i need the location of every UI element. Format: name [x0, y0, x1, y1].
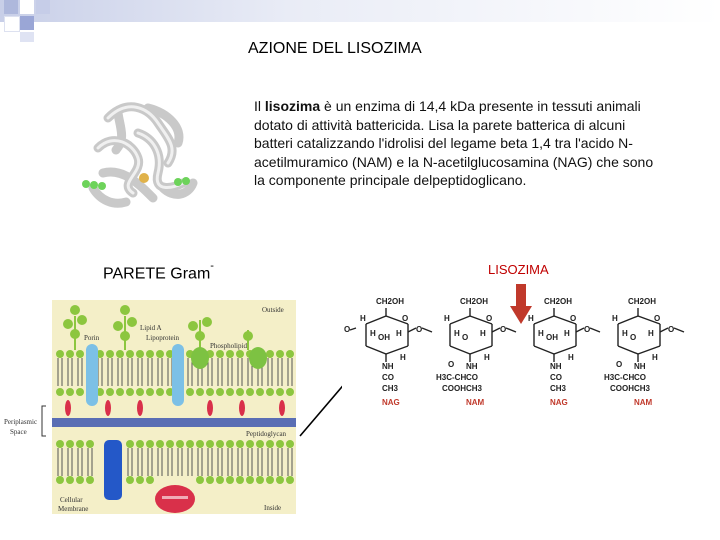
ring-h: H: [444, 314, 450, 323]
substituent-nh: NH: [550, 362, 562, 371]
label-cellular: Cellular: [60, 496, 83, 504]
ring-h: H: [400, 353, 406, 362]
substituent-ch3: CH3: [466, 384, 483, 393]
lactyl-group: H3C-CH: [604, 373, 634, 382]
label-lipid-a: Lipid A: [140, 324, 162, 332]
ring-h: H: [648, 329, 654, 338]
ring-h: H: [484, 353, 490, 362]
label-phospholipid: Phospholipid: [210, 342, 247, 350]
porin-protein-2: [172, 344, 184, 406]
lactyl-oxygen: O: [448, 360, 454, 369]
substituent-co: CO: [466, 373, 478, 382]
substituent-ch3: CH3: [550, 384, 567, 393]
substituent-ch3: CH3: [634, 384, 651, 393]
wall-label: PARETE Gram-: [103, 263, 214, 283]
substituent-co: CO: [634, 373, 646, 382]
ring-h: H: [454, 329, 460, 338]
substituent-nh: NH: [466, 362, 478, 371]
membrane-protein-blue: [104, 440, 122, 500]
lactyl-group: H3C-CH: [436, 373, 466, 382]
substituent-co: CO: [382, 373, 394, 382]
ring-ch2oh: CH2OH: [628, 297, 656, 306]
label-peptidoglycan: Peptidoglycan: [246, 430, 287, 438]
ring-h: H: [528, 314, 534, 323]
porin-protein: [86, 344, 98, 406]
unit-name-nam: NAM: [466, 398, 485, 407]
description-text: Il lisozima è un enzima di 14,4 kDa pres…: [254, 97, 664, 190]
glycosidic-oxygen: O: [500, 325, 506, 334]
lactyl-cooh: COOH: [610, 384, 634, 393]
substituent-nh: NH: [382, 362, 394, 371]
lactyl-oxygen: O: [616, 360, 622, 369]
ring-h: H: [568, 353, 574, 362]
lipoprotein-blob: [191, 347, 209, 369]
ring-oxygen: O: [570, 314, 576, 323]
ring-h: H: [360, 314, 366, 323]
ring-h: H: [396, 329, 402, 338]
gram-negative-wall-diagram: Outside Lipid A Lipoprotein Phospholipid…: [0, 296, 300, 520]
slide-title: AZIONE DEL LISOZIMA: [248, 40, 422, 58]
lysozyme-structure-image: [78, 88, 208, 218]
glycosidic-oxygen: O: [668, 325, 674, 334]
ring-oh: OH: [378, 333, 390, 342]
chain-start-oxygen: O: [344, 325, 350, 334]
ring-oxygen: O: [402, 314, 408, 323]
ring-oh: O: [462, 333, 468, 342]
wall-label-sup: -: [210, 260, 214, 272]
ring-h: H: [538, 329, 544, 338]
glycosidic-oxygen: O: [416, 325, 422, 334]
substituent-nh: NH: [634, 362, 646, 371]
ring-h: H: [564, 329, 570, 338]
label-lipoprotein: Lipoprotein: [146, 334, 180, 342]
label-outside: Outside: [262, 306, 284, 314]
header-decoration: [0, 0, 720, 30]
ring-oxygen: O: [486, 314, 492, 323]
lysozyme-label: LISOZIMA: [488, 262, 549, 277]
lactyl-cooh: COOH: [442, 384, 466, 393]
substituent-ch3: CH3: [382, 384, 399, 393]
ring-h: H: [612, 314, 618, 323]
substituent-co: CO: [550, 373, 562, 382]
label-membrane: Membrane: [58, 505, 88, 513]
ring-h: H: [622, 329, 628, 338]
label-space: Space: [10, 428, 27, 436]
label-porin: Porin: [84, 334, 100, 342]
ring-oh: O: [630, 333, 636, 342]
ring-ch2oh: CH2OH: [544, 297, 572, 306]
wall-label-text: PARETE Gram: [103, 265, 210, 282]
unit-name-nag: NAG: [550, 398, 568, 407]
description-pre: Il: [254, 98, 265, 114]
ring-h: H: [480, 329, 486, 338]
ring-ch2oh: CH2OH: [376, 297, 404, 306]
label-inside: Inside: [264, 504, 281, 512]
lysozyme-arrow-shaft: [516, 284, 526, 308]
unit-name-nag: NAG: [382, 398, 400, 407]
unit-name-nam: NAM: [634, 398, 653, 407]
peptidoglycan-layer: [52, 418, 296, 427]
ring-h: H: [370, 329, 376, 338]
ring-oh: OH: [546, 333, 558, 342]
ring-h: H: [652, 353, 658, 362]
glycosidic-oxygen: O: [584, 325, 590, 334]
lipoprotein-blob-2: [249, 347, 267, 369]
label-periplasmic: Periplasmic: [4, 418, 37, 426]
lysozyme-term: lisozima: [265, 98, 320, 114]
ring-oxygen: O: [654, 314, 660, 323]
ring-ch2oh: CH2OH: [460, 297, 488, 306]
